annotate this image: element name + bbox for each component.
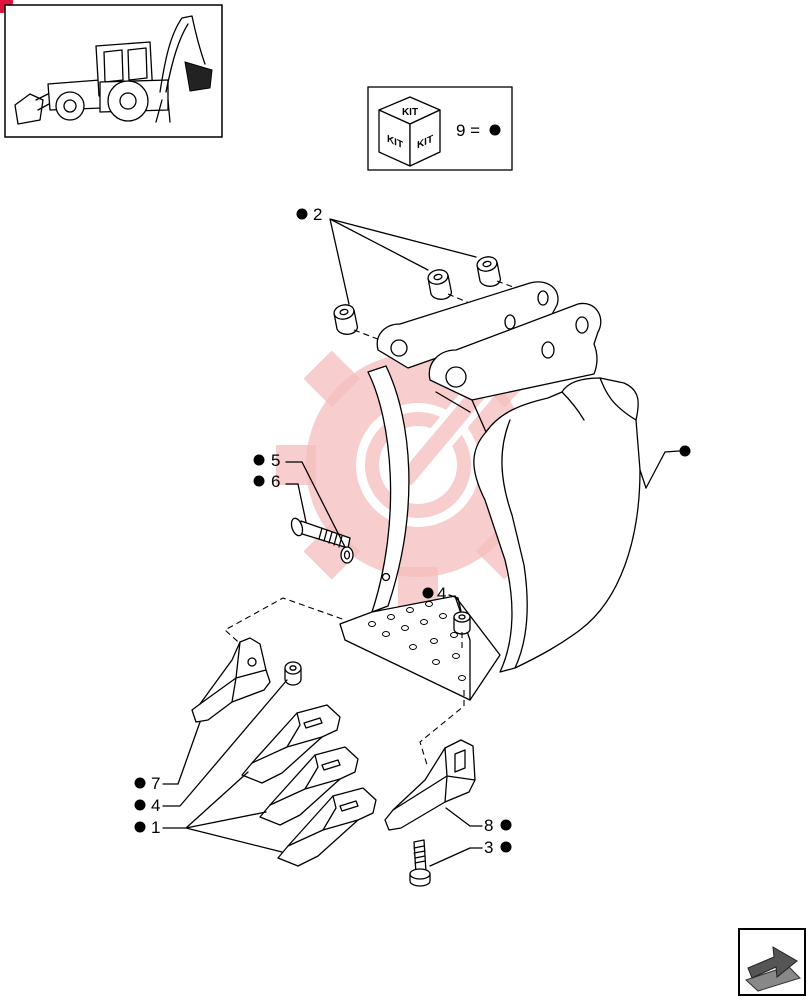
callout-number: 6 <box>271 472 280 491</box>
bucket-nut <box>453 611 471 635</box>
bucket-bolt <box>290 517 351 549</box>
backhoe-loader-icon <box>4 4 223 138</box>
bucket-side-panel <box>473 377 641 673</box>
bushing <box>333 304 359 335</box>
callout-number: 3 <box>484 838 493 857</box>
side-cutter <box>384 739 476 831</box>
callout-tooth-nut: 4 <box>134 796 160 815</box>
bucket-front-ear <box>428 302 602 401</box>
leader-side-tooth <box>162 721 201 785</box>
leader-bushings <box>329 218 477 305</box>
cutting-edge-bolt-holes <box>368 601 466 681</box>
callout-teeth: 1 <box>134 818 160 837</box>
kit-legend-box: KIT KIT KIT 9 = <box>367 86 513 171</box>
side-tooth <box>191 637 271 723</box>
leader-tooth-nut <box>162 679 288 807</box>
callout-bushings: 2 <box>296 205 322 224</box>
callout-bucket <box>679 445 691 457</box>
callout-number: 2 <box>313 205 322 224</box>
callout-number: 5 <box>271 451 280 470</box>
callout-number: 8 <box>484 816 493 835</box>
bushing <box>476 256 502 287</box>
bucket-back-wall <box>367 365 410 613</box>
leader-side-cutter-bolt <box>429 847 483 867</box>
tooth-assembly-dash <box>224 597 346 649</box>
callout-bolt: 6 <box>253 472 280 491</box>
callout-washer: 5 <box>253 451 280 470</box>
kit-bullet <box>489 124 501 136</box>
leader-bucket <box>645 450 680 489</box>
leader-bolt <box>285 483 307 523</box>
kit-cube-icon: KIT KIT KIT <box>378 96 441 167</box>
side-cutter-assembly-dash <box>419 690 465 769</box>
leader-washer <box>285 461 346 548</box>
kit-equation-label: 9 = <box>456 121 480 140</box>
bucket-tooth <box>277 787 377 867</box>
bucket-tooth <box>241 704 341 784</box>
kit-top-label: KIT <box>402 107 418 118</box>
bucket-rear-ear <box>376 281 559 369</box>
bushing <box>427 269 453 300</box>
callout-bucket-nut: 4 <box>422 584 446 603</box>
bucket-washer <box>340 546 354 564</box>
bucket-bolt-hole <box>381 572 391 582</box>
leader-side-cutter <box>445 807 483 827</box>
bucket-cutting-edge <box>339 595 501 701</box>
bucket <box>339 281 647 701</box>
tooth-nut <box>284 661 302 686</box>
leader-teeth <box>162 771 283 853</box>
callout-number: 4 <box>437 584 446 603</box>
callout-side-cutter-bolt: 3 <box>484 838 512 857</box>
leader-bucket-nut <box>448 594 462 612</box>
bucket-tooth <box>259 746 359 826</box>
callout-number: 1 <box>151 818 160 837</box>
callout-number: 7 <box>151 774 160 793</box>
next-page-arrow-icon[interactable] <box>738 928 806 996</box>
side-cutter-bolt <box>409 839 431 887</box>
callout-side-tooth: 7 <box>134 774 160 793</box>
callout-number: 4 <box>151 796 160 815</box>
callout-side-cutter: 8 <box>484 816 512 835</box>
